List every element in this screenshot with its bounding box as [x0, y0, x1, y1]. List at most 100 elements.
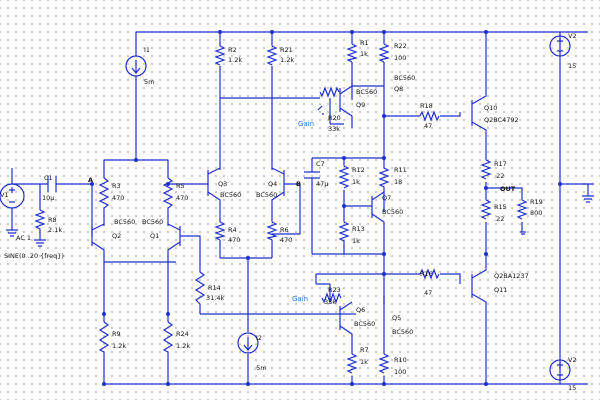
label-q3-ref: Q3 [218, 180, 227, 188]
label-r24-value: 1.2k [176, 342, 190, 350]
label-r22-ref: R22 [394, 42, 407, 50]
voltage-source-v1 [0, 183, 25, 209]
capacitors [47, 171, 320, 192]
label-r16-value: 47 [424, 289, 432, 297]
label-gain-bottom: Gain [292, 295, 308, 303]
resistor-r3 [98, 177, 110, 214]
resistor-r6 [266, 221, 279, 241]
label-q7-ref: Q7 [382, 194, 391, 202]
resistor-r24 [162, 321, 174, 358]
label-r23-ref: R23 [328, 286, 341, 294]
label-q6-value: BC560 [354, 320, 375, 328]
resistor-r10 [378, 353, 390, 374]
resistor-r21 [266, 45, 278, 66]
current-source-i2 [237, 332, 259, 354]
label-r3-ref: R3 [112, 182, 121, 190]
label-r7-value: 1k [360, 358, 368, 366]
label-q2-ref: Q2 [112, 232, 121, 240]
resistor-r5 [162, 177, 174, 214]
labels: V1 AC 1 SINE(0 .20 {freq}) C1 10µ R8 2.1… [0, 32, 577, 392]
resistor-r8 [34, 209, 46, 232]
label-r8-value: 2.1k [48, 226, 62, 234]
label-q1-value: BC560 [142, 218, 163, 226]
label-i1-ref: I1 [144, 46, 150, 54]
resistor-r19 [516, 199, 528, 220]
label-r22-value: 100 [394, 54, 406, 62]
label-r18-value: 47 [424, 122, 432, 130]
resistor-r7 [346, 353, 358, 374]
grounds [6, 183, 594, 247]
label-net-b: B [296, 180, 301, 188]
resistor-r9 [98, 321, 110, 358]
label-r5-value: 470 [176, 194, 188, 202]
label-v2-bottom-value: 15 [568, 384, 576, 392]
label-q4-ref: Q4 [268, 180, 277, 188]
resistor-r22 [378, 43, 391, 63]
label-q4-value: BC560 [256, 191, 277, 199]
label-r20-value: 33k [328, 125, 340, 133]
label-r3-value: 470 [112, 194, 124, 202]
label-gain-top: Gain [298, 120, 314, 128]
voltage-source-v2-top [549, 35, 571, 57]
label-r17-ref: R17 [494, 160, 507, 168]
label-r11-value: 18 [394, 178, 402, 186]
label-i2-value: .5m [254, 364, 267, 372]
label-v2-top-value: 15 [568, 62, 576, 70]
resistor-r16 [419, 268, 440, 280]
label-q11-value: Q2BA1237 [494, 272, 529, 280]
current-source-i1 [125, 55, 147, 77]
capacitor-c7 [304, 171, 320, 179]
label-r21-ref: R21 [280, 46, 293, 54]
label-r23-value: 33k [324, 298, 336, 306]
label-q6-ref: Q6 [356, 306, 365, 314]
label-r17-value: .22 [494, 172, 504, 180]
label-r9-value: 1.2k [112, 342, 126, 350]
label-v1-ref: V1 [0, 191, 9, 199]
label-c1-value: 10µ [42, 194, 54, 202]
label-q10-ref: Q10 [484, 104, 497, 112]
resistors [34, 43, 528, 374]
label-r19-ref: R19 [530, 198, 543, 206]
capacitor-c1 [47, 176, 57, 192]
label-q5-value: BC560 [392, 328, 413, 336]
label-r8-ref: R8 [48, 216, 57, 224]
label-r10-ref: R10 [394, 356, 407, 364]
resistor-r20 [319, 86, 340, 98]
label-q3-value: BC560 [220, 191, 241, 199]
label-r6-ref: R6 [280, 226, 289, 234]
label-r21-value: 1.2k [280, 56, 294, 64]
label-r12-value: 1k [352, 178, 360, 186]
label-q9-value: BC560 [356, 88, 377, 96]
label-r9-ref: R9 [112, 330, 121, 338]
label-q1-ref: Q1 [150, 232, 159, 240]
label-r1-value: 1k [360, 50, 368, 58]
label-r7-ref: R7 [360, 346, 369, 354]
label-q2-value: BC560 [114, 218, 135, 226]
label-c1-ref: C1 [44, 174, 53, 182]
label-r1-ref: R1 [360, 39, 369, 47]
label-r11-ref: R11 [394, 166, 407, 174]
label-c7-value: 47µ [316, 180, 328, 188]
label-r18-ref: R18 [420, 102, 433, 110]
resistor-r1 [346, 43, 359, 63]
resistor-r4 [214, 221, 227, 241]
label-r5-ref: R5 [176, 182, 185, 190]
label-c7-ref: C7 [316, 160, 325, 168]
label-q8-value: BC560 [394, 74, 415, 82]
label-q10-value: Q2BC4792 [484, 116, 519, 124]
label-net-a: A [88, 176, 93, 184]
sources [0, 35, 571, 381]
label-r20-ref: R20 [328, 114, 341, 122]
junctions [90, 30, 562, 386]
label-r15-ref: R15 [494, 203, 507, 211]
label-v1-value: AC 1 [16, 234, 31, 242]
voltage-source-v2-bottom [549, 359, 571, 381]
label-r4-ref: R4 [228, 226, 237, 234]
label-r19-value: 800 [530, 209, 542, 217]
resistor-r13 [338, 221, 350, 244]
label-r10-value: 100 [394, 368, 406, 376]
label-v2-top-ref: V2 [568, 32, 577, 40]
label-r16-ref: R16 [420, 270, 433, 278]
